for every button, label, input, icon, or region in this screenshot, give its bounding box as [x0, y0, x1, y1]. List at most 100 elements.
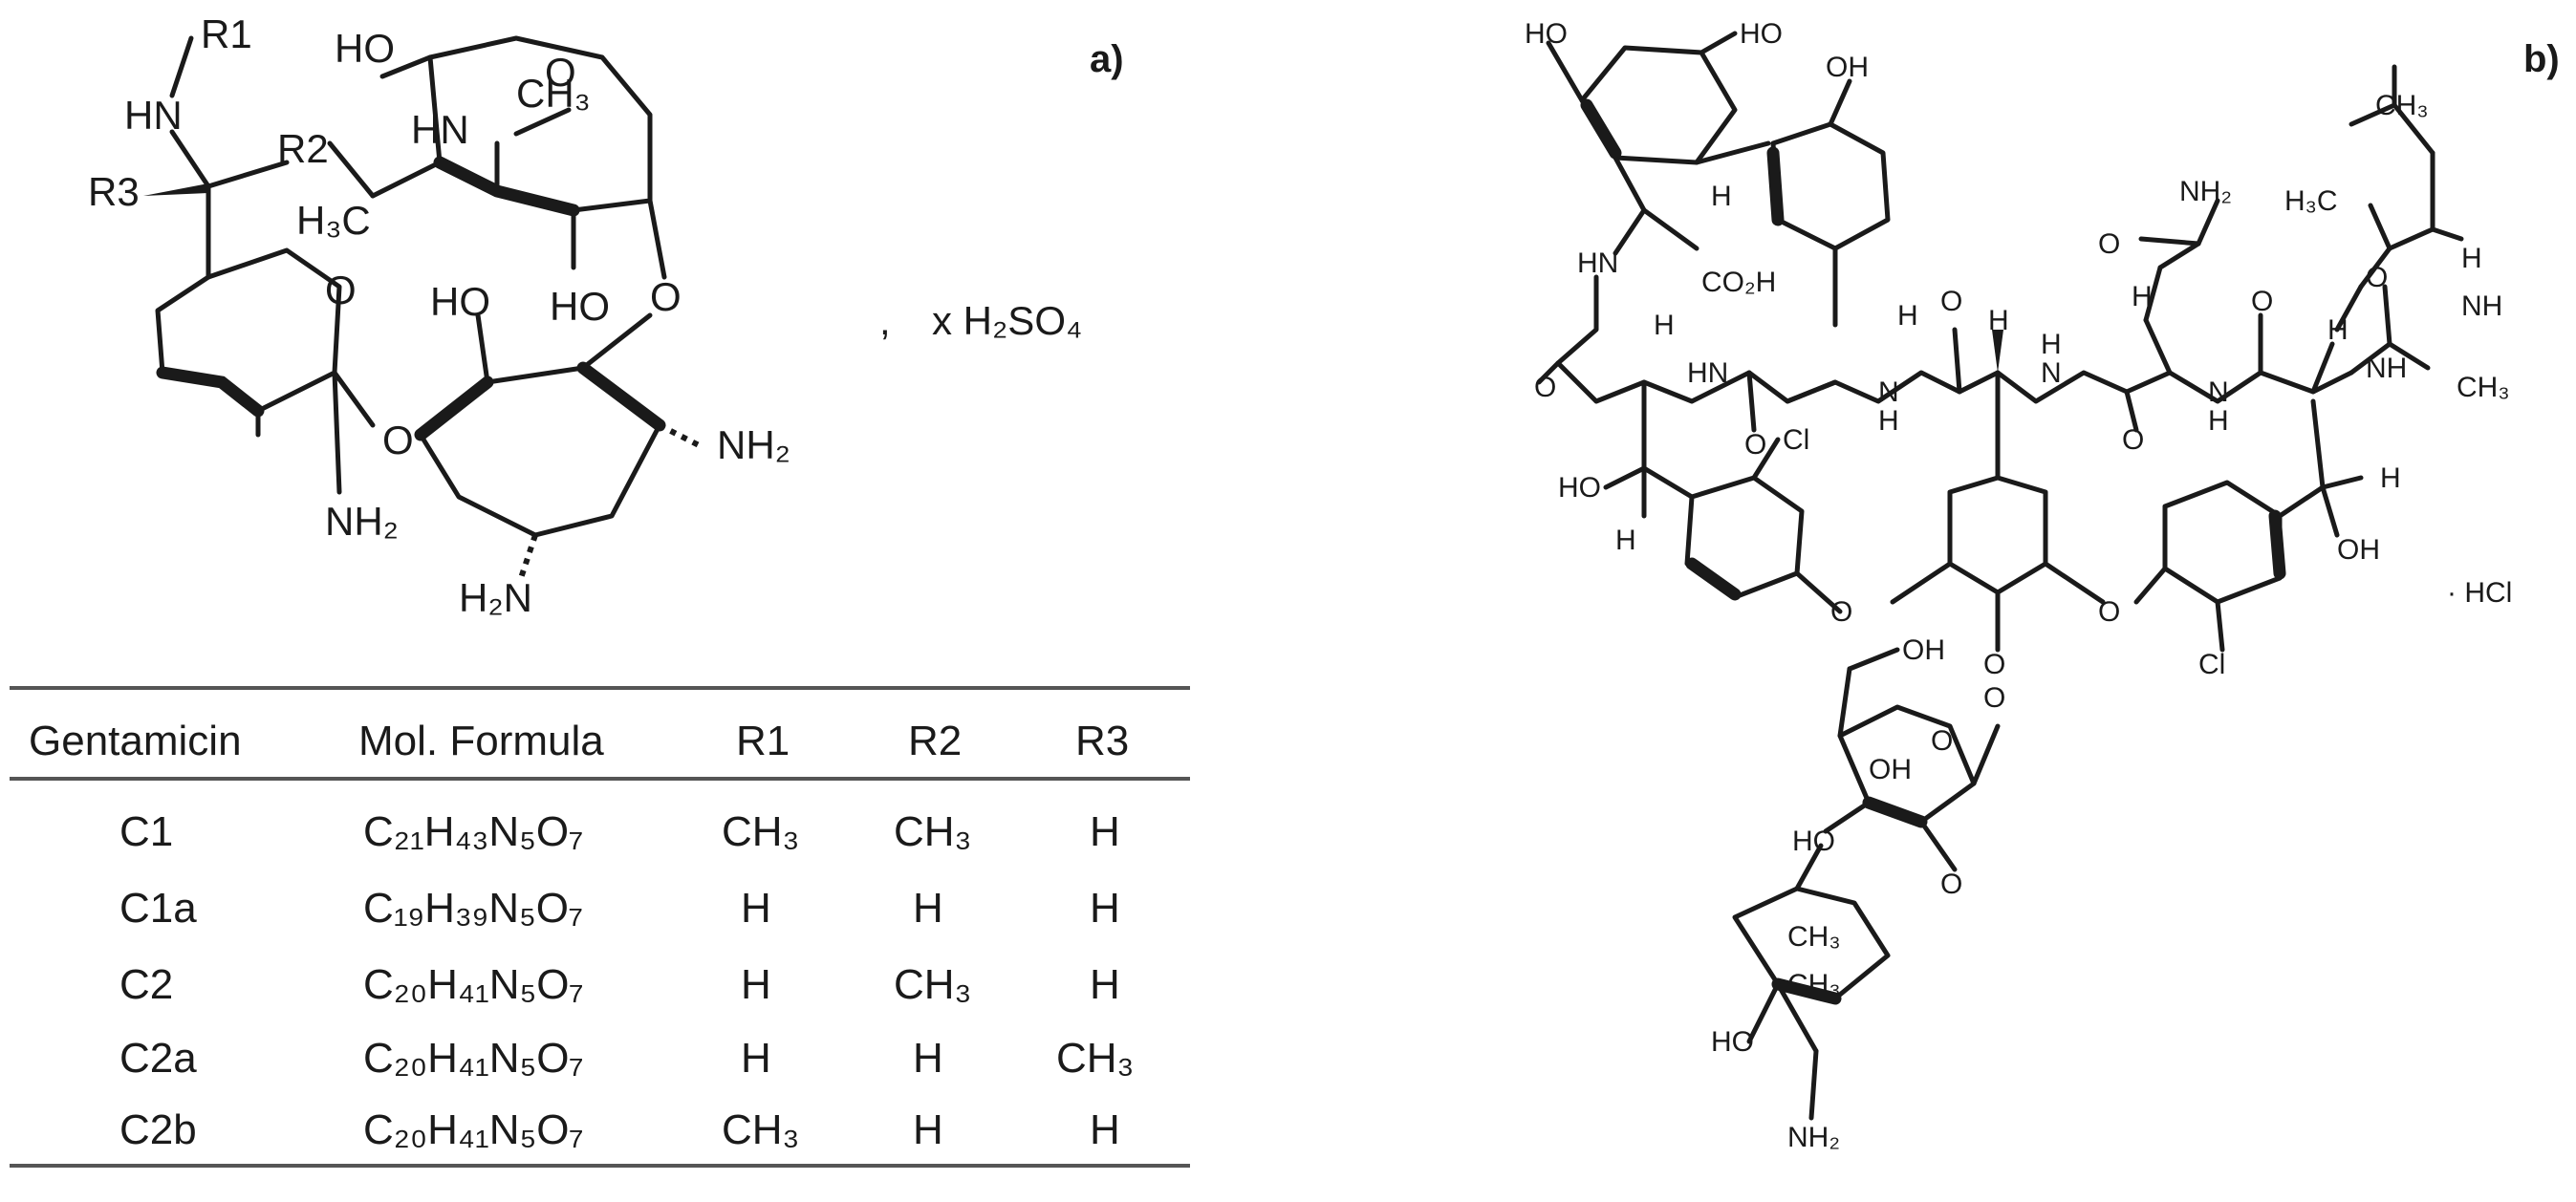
cell-r3: H	[1090, 885, 1120, 932]
atom-r1: R1	[201, 11, 252, 56]
atom-o10: O	[1983, 649, 2005, 680]
atom-nh2-right: NH₂	[717, 422, 790, 467]
header-r2: R2	[908, 718, 962, 764]
table-header: Gentamicin Mol. Formula R1 R2 R3	[29, 718, 1129, 764]
atom-oh4: OH	[1869, 754, 1912, 785]
atom-o-link2: O	[650, 274, 682, 319]
cell-r3: H	[1090, 961, 1120, 1008]
atom-o1: O	[1534, 372, 1556, 403]
cell-name: C1	[119, 808, 173, 855]
atom-o7: O	[2366, 262, 2388, 293]
header-r3: R3	[1075, 718, 1129, 764]
cell-r2: H	[913, 885, 943, 932]
cell-r3: H	[1090, 808, 1120, 855]
atom-nh2: NH₂	[2179, 176, 2232, 207]
table-row: C1 C₂₁H₄₃N₅O₇ CH₃ CH₃ H	[119, 808, 1120, 855]
cell-formula: C₂₀H₄₁N₅O₇	[363, 1106, 584, 1153]
atom-hn: HN	[124, 93, 183, 138]
cell-name: C2	[119, 961, 173, 1008]
atom-ho5: HO	[1711, 1026, 1754, 1058]
cell-r2: CH₃	[894, 808, 971, 855]
atom-o13: O	[1940, 869, 1962, 900]
table-row: C2 C₂₀H₄₁N₅O₇ H CH₃ H	[119, 961, 1120, 1008]
cell-formula: C₂₀H₄₁N₅O₇	[363, 961, 584, 1008]
cell-formula: C₂₁H₄₃N₅O₇	[363, 808, 583, 855]
table-row: C2b C₂₀H₄₁N₅O₇ CH₃ H H	[119, 1106, 1120, 1153]
cell-name: C1a	[119, 885, 197, 932]
atom-nh1: NH	[2366, 353, 2407, 384]
atom-r2: R2	[277, 126, 329, 171]
atom-ch3-right: CH₃	[2457, 372, 2510, 403]
atom-ho2: HO	[1740, 18, 1783, 50]
atom-ho3: HO	[1558, 472, 1601, 504]
atom-h3: H	[1897, 300, 1918, 332]
atom-o9: O	[2098, 596, 2120, 628]
vancomycin-atom-labels: HO HO OH H HN CO₂H O H HN O H N H O H N …	[1525, 18, 2560, 1153]
gentamicin-atom-labels: R1 HN R2 R3 HO O HN CH₃ H₃C O HO HO O O …	[88, 11, 1124, 620]
atom-o12: O	[1931, 725, 1953, 757]
atom-o11: O	[1983, 682, 2005, 714]
panel-a-label: a)	[1090, 38, 1124, 80]
atom-h8: H	[2208, 405, 2229, 437]
cell-r1: H	[741, 885, 771, 932]
atom-o5: O	[2098, 228, 2120, 260]
atom-ch3-sugar2: CH₃	[1787, 969, 1841, 1000]
atom-h10: H	[2461, 243, 2482, 274]
atom-h2: H	[1654, 310, 1675, 341]
atom-n2: N	[2041, 357, 2062, 389]
header-r1: R1	[736, 718, 790, 764]
atom-nh2-sugar: NH₂	[1787, 1122, 1840, 1153]
atom-co2h: CO₂H	[1701, 267, 1776, 298]
atom-nh2-left: NH₂	[325, 499, 399, 544]
atom-ho1: HO	[1525, 18, 1568, 50]
atom-h6: H	[2041, 329, 2062, 360]
cell-r2: H	[913, 1106, 943, 1153]
atom-h2n-bottom: H₂N	[459, 575, 532, 620]
atom-oh3: OH	[1902, 634, 1945, 666]
atom-n1: N	[1878, 376, 1899, 408]
vancomycin-structure	[1536, 31, 2464, 1121]
atom-o2: O	[1744, 429, 1766, 461]
cell-r3: CH₃	[1056, 1035, 1134, 1082]
atom-o-link1: O	[382, 418, 414, 462]
atom-h12: H	[2380, 462, 2401, 494]
atom-h1: H	[1711, 181, 1732, 212]
atom-o6: O	[2251, 286, 2273, 317]
cell-r1: H	[741, 1035, 771, 1082]
gentamicin-table: Gentamicin Mol. Formula R1 R2 R3 C1 C₂₁H…	[10, 686, 1190, 1168]
atom-oh1: OH	[1826, 52, 1869, 83]
atom-o-top: O	[545, 50, 576, 95]
cell-r1: CH₃	[722, 1106, 799, 1153]
cell-r1: CH₃	[722, 808, 799, 855]
atom-ho-mid2: HO	[550, 284, 610, 329]
cell-formula: C₂₀H₄₁N₅O₇	[363, 1035, 584, 1082]
table-row: C2a C₂₀H₄₁N₅O₇ H H CH₃	[119, 1035, 1134, 1082]
atom-hn2: HN	[1687, 357, 1728, 389]
atom-cl2: Cl	[2198, 649, 2225, 680]
atom-h3c: H₃C	[296, 198, 371, 243]
table-row: C1a C₁₉H₃₉N₅O₇ H H H	[119, 885, 1120, 932]
atom-n3: N	[2208, 376, 2229, 408]
cell-name: C2b	[119, 1106, 197, 1153]
atom-o3: O	[1940, 286, 1962, 317]
cell-r1: H	[741, 961, 771, 1008]
atom-hn-ring: HN	[411, 107, 469, 152]
atom-ch3-top: CH₃	[2375, 90, 2429, 121]
header-formula: Mol. Formula	[358, 718, 604, 764]
atom-cl1: Cl	[1783, 424, 1809, 456]
header-gentamicin: Gentamicin	[29, 718, 242, 764]
atom-nh3: NH	[2461, 290, 2502, 322]
atom-o8: O	[1830, 596, 1852, 628]
atom-h5: H	[1988, 305, 2009, 336]
atom-r3: R3	[88, 169, 140, 214]
gentamicin-structure	[143, 35, 704, 579]
atom-oh2: OH	[2337, 534, 2380, 566]
salt-label-b: · HCl	[2447, 577, 2512, 609]
atom-h3c: H₃C	[2284, 185, 2338, 217]
atom-hn1: HN	[1577, 247, 1618, 279]
cell-r3: H	[1090, 1106, 1120, 1153]
cell-formula: C₁₉H₃₉N₅O₇	[363, 885, 583, 932]
panel-b-label: b)	[2523, 38, 2560, 80]
cell-r2: H	[913, 1035, 943, 1082]
